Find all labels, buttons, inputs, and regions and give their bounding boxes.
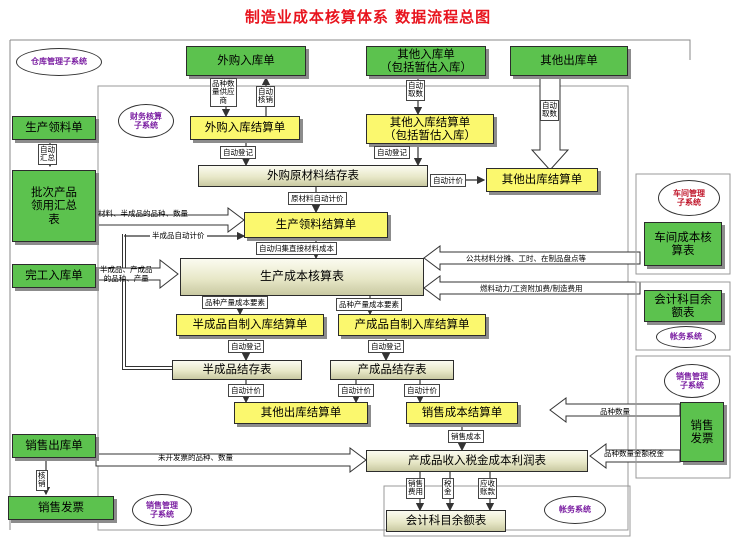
label-auto-price-1: 自动计价 [430,174,466,187]
finished-in-node[interactable]: 完工入库单 [12,264,96,288]
prod-pick-settle-node[interactable]: 生产领料结算单 [244,212,388,238]
production-cost-node[interactable]: 生产成本核算表 [180,258,424,296]
warehouse-subsystem-label: 仓库管理子系统 [16,48,102,76]
semi-in-settle-node[interactable]: 半成品自制入库结算单 [176,314,324,336]
label-auto-fetch-2: 自动 取数 [540,100,559,121]
label-sales-fee: 销售 费用 [406,478,425,499]
accounts-subsystem-label: 帐务系统 [656,326,716,348]
label-tax: 税 金 [442,478,454,499]
finance-subsystem-label: 财务核算 子系统 [118,104,174,138]
label-auto-price-3: 自动计价 [338,384,374,397]
label-auto-direct-material: 自动归集直接材料成本 [256,242,337,255]
account-balance-bottom-node[interactable]: 会计科目余额表 [386,510,506,532]
label-receivable: 应收 账款 [478,478,497,499]
label-uninvoiced: 未开发票的品种、数量 [158,453,233,462]
label-variety-qty: 品种数量 [600,407,630,416]
sales-invoice-left-node[interactable]: 销售发票 [8,496,114,520]
sales-invoice-right-node[interactable]: 销售 发票 [680,402,724,462]
label-material-qty: 材料、半成品的品种、数量 [98,209,188,218]
sales-cost-settle-node[interactable]: 销售成本结算单 [406,402,518,424]
accounts-subsystem-bottom-label: 帐务系统 [544,496,606,524]
sales-subsystem-label: 销售管理 子系统 [664,364,720,398]
other-in-node[interactable]: 其他入库单 （包括暂估入库） [366,46,486,76]
label-auto-price-4: 自动计价 [404,384,440,397]
label-fin-cost-elements: 品种产量成本要素 [336,298,402,311]
label-auto-summary: 自动 汇总 [38,144,57,165]
production-pick-node[interactable]: 生产领料单 [12,116,96,140]
sales-out-node[interactable]: 销售出库单 [12,434,96,458]
account-balance-node[interactable]: 会计科目余 额表 [644,290,722,322]
profit-table-node[interactable]: 产成品收入税金成本利润表 [366,450,588,472]
label-auto-register-2: 自动登记 [374,146,410,159]
finished-stock-node[interactable]: 产成品结存表 [330,360,454,380]
other-out-node[interactable]: 其他出库单 [510,46,628,76]
label-qty-supplier: 品种数 量供应 商 [210,78,237,107]
other-out-settle-node[interactable]: 其他出库结算单 [486,168,598,192]
fin-in-settle-node[interactable]: 产成品自制入库结算单 [338,314,486,336]
label-semi-auto-price: 半成品自动计价 [150,230,207,241]
label-writeoff: 核 销 [36,470,48,491]
label-auto-price-2: 自动计价 [228,384,264,397]
semi-stock-node[interactable]: 半成品结存表 [172,360,302,380]
label-qty-amount-tax: 品种数量金额税金 [604,449,664,458]
batch-summary-node[interactable]: 批次产品 领用汇总 表 [12,170,96,242]
label-auto-register-3: 自动登记 [228,340,264,353]
label-fuel-wage: 燃料动力/工资附加费/制造费用 [480,284,583,293]
label-public-material: 公共材料分摊、工时、在制品盘点等 [466,254,586,263]
sales-subsystem-bottom-label: 销售管理 子系统 [132,494,192,526]
other-in-settle-node[interactable]: 其他入库结算单 （包括暂估入库） [366,114,494,144]
purchase-in-node[interactable]: 外购入库单 [186,46,306,76]
label-semi-cost-elements: 品种产量成本要素 [202,296,268,309]
label-raw-material-price: 原材料自动计价 [288,192,347,205]
label-sales-cost: 销售成本 [448,430,484,443]
raw-stock-node[interactable]: 外购原材料结存表 [198,165,428,187]
label-auto-fetch-1: 自动 取数 [406,80,425,101]
label-auto-writeoff: 自动 核销 [256,86,275,107]
page-title: 制造业成本核算体系 数据流程总图 [244,8,492,26]
workshop-subsystem-label: 车间管理 子系统 [658,180,720,216]
purchase-settle-node[interactable]: 外购入库结算单 [190,116,300,140]
label-auto-register-1: 自动登记 [220,146,256,159]
label-finished-qty: 半成品、产成品 的品种、产量 [100,265,153,283]
other-out-settle2-node[interactable]: 其他出库结算单 [234,402,368,424]
workshop-cost-node[interactable]: 车间成本核 算表 [644,222,722,266]
label-auto-register-4: 自动登记 [368,340,404,353]
